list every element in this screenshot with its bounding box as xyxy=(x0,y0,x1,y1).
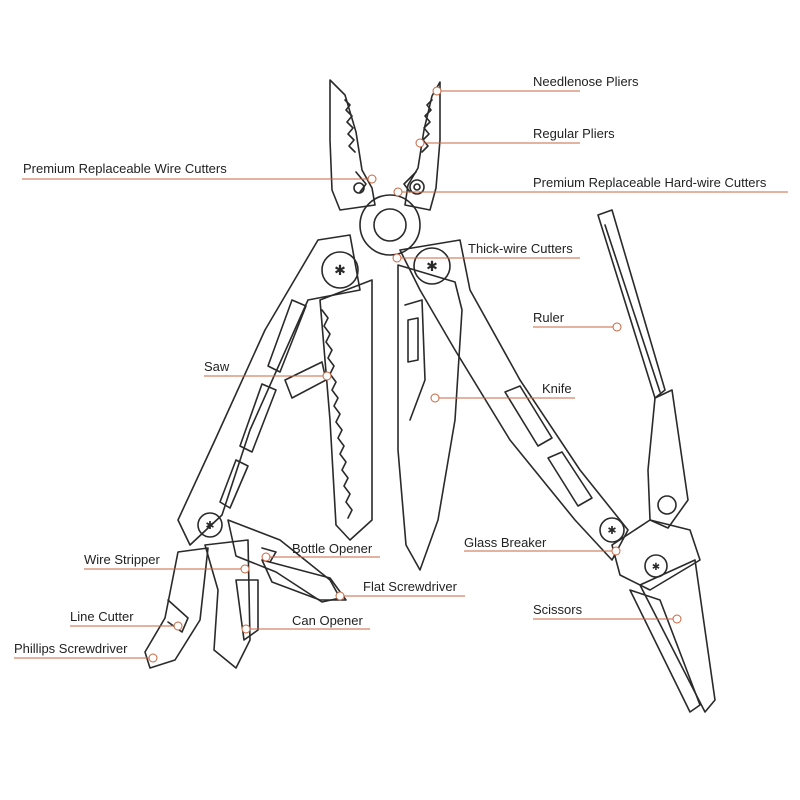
scissors-bolt-star: ✱ xyxy=(652,562,660,573)
pivot-hub xyxy=(359,194,421,256)
left-plier-jaw xyxy=(329,79,376,211)
bottle-opener-tool xyxy=(227,519,341,603)
ruler-arm xyxy=(647,389,689,529)
label-ruler: Ruler xyxy=(533,310,565,325)
label-premium-hardwire-cutters: Premium Replaceable Hard-wire Cutters xyxy=(533,175,767,190)
label-scissors: Scissors xyxy=(533,602,583,617)
left-handle-bolt xyxy=(321,251,359,289)
label-knife: Knife xyxy=(542,381,572,396)
knife-nail-nick xyxy=(407,317,419,363)
left-handle-bolt-star: ✱ xyxy=(334,262,346,278)
right-cutter-notch xyxy=(403,171,417,193)
left-tool-bolt xyxy=(197,512,223,538)
anchor-can-opener xyxy=(241,624,251,634)
anchor-phillips-screwdriver xyxy=(148,653,158,663)
label-bottle-opener: Bottle Opener xyxy=(292,541,373,556)
left-handle xyxy=(177,234,361,546)
anchor-glass-breaker xyxy=(611,546,621,556)
leader-lines xyxy=(14,86,788,663)
right-jaw-rivet-inner xyxy=(413,183,421,191)
label-can-opener: Can Opener xyxy=(292,613,363,628)
label-premium-wire-cutters: Premium Replaceable Wire Cutters xyxy=(23,161,227,176)
knife-spine xyxy=(404,299,426,421)
saw-tang xyxy=(284,361,327,399)
label-wire-stripper: Wire Stripper xyxy=(84,552,160,567)
label-regular-pliers: Regular Pliers xyxy=(533,126,615,141)
anchor-saw xyxy=(322,371,332,381)
multitool-illustration: ✱ ✱ ✱ ✱ ✱ xyxy=(144,79,716,713)
label-saw: Saw xyxy=(204,359,230,374)
label-flat-screwdriver: Flat Screwdriver xyxy=(363,579,457,594)
label-phillips-screwdriver: Phillips Screwdriver xyxy=(14,641,128,656)
saw-blade xyxy=(319,279,373,541)
scissors-blade-2 xyxy=(629,589,701,713)
right-handle-cutout-2 xyxy=(547,451,593,507)
anchor-line-cutter xyxy=(173,621,183,631)
scissors-blade-1 xyxy=(639,559,716,713)
left-jaw-teeth xyxy=(344,99,356,153)
ruler-pivot xyxy=(657,495,677,515)
left-jaw-rivet xyxy=(353,182,365,194)
left-tool-bolt-star: ✱ xyxy=(205,520,214,532)
right-jaw-rivet xyxy=(409,179,425,195)
bottle-opener-notch xyxy=(261,547,277,563)
pivot-hub-inner xyxy=(373,208,407,242)
label-needlenose-pliers: Needlenose Pliers xyxy=(533,74,639,89)
flat-screwdriver-tool xyxy=(261,559,347,601)
can-opener-tool xyxy=(235,579,259,641)
right-tool-bolt xyxy=(599,517,625,543)
anchor-regular-pliers xyxy=(415,138,425,148)
left-cutter-notch xyxy=(355,171,367,193)
anchor-thick-wire-cutters xyxy=(392,253,402,263)
left-handle-cutout-3 xyxy=(219,459,249,509)
anchor-ruler xyxy=(612,322,622,332)
saw-teeth xyxy=(321,309,353,519)
left-handle-cutout-1 xyxy=(267,299,307,373)
label-glass-breaker: Glass Breaker xyxy=(464,535,547,550)
right-handle-bolt xyxy=(413,247,451,285)
right-handle-cutout-1 xyxy=(504,385,553,447)
knife-blade xyxy=(397,264,463,571)
anchor-needlenose-pliers xyxy=(432,86,442,96)
scissors-handle xyxy=(611,519,701,591)
right-tool-bolt-star: ✱ xyxy=(607,525,616,537)
anchor-wire-stripper xyxy=(240,564,250,574)
anchor-scissors xyxy=(672,614,682,624)
right-handle xyxy=(399,239,629,561)
wire-stripper-tool xyxy=(204,539,251,669)
label-thick-wire-cutters: Thick-wire Cutters xyxy=(468,241,573,256)
ruler-inner-edge xyxy=(604,224,661,393)
right-handle-bolt-star: ✱ xyxy=(426,258,438,274)
ruler-blade xyxy=(597,209,666,399)
anchor-premium-hardwire-cutters xyxy=(393,187,403,197)
label-line-cutter: Line Cutter xyxy=(70,609,134,624)
anchor-flat-screwdriver xyxy=(335,591,345,601)
anchor-premium-wire-cutters xyxy=(367,174,377,184)
anchor-bottle-opener xyxy=(261,552,271,562)
left-handle-cutout-2 xyxy=(239,383,277,453)
phillips-screwdriver-tool xyxy=(144,547,209,669)
anchor-knife xyxy=(430,393,440,403)
